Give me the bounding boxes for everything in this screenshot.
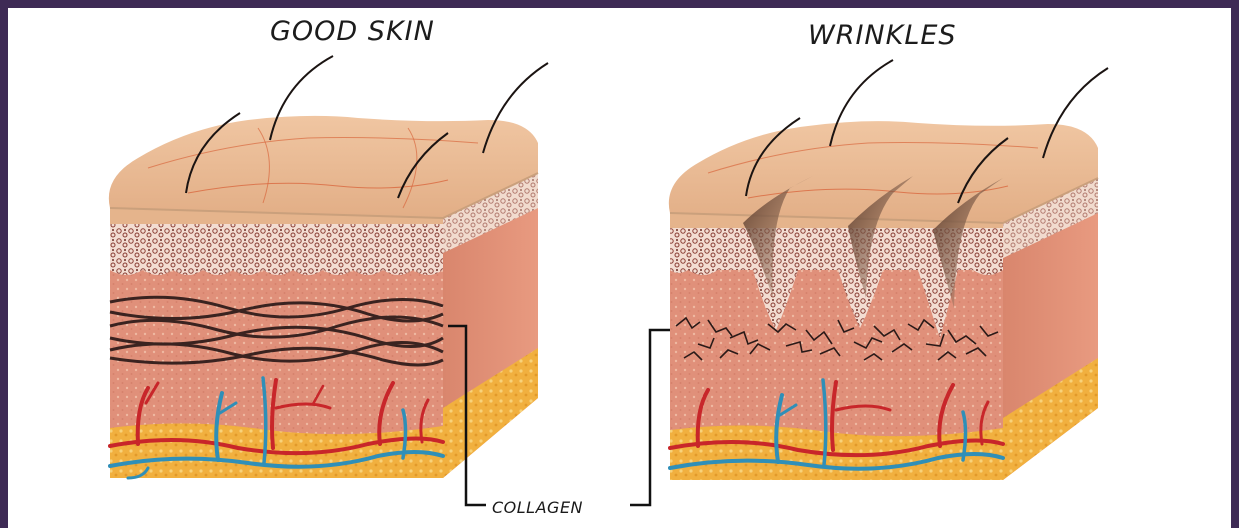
wrinkle-skin-block xyxy=(669,60,1108,480)
diagram-frame: GOOD SKIN WRINKLES COLLAGEN xyxy=(8,8,1231,528)
good-skin-block xyxy=(109,56,548,478)
good-skin-title: GOOD SKIN xyxy=(270,16,435,47)
skin-diagram-art xyxy=(8,8,1231,528)
collagen-label: COLLAGEN xyxy=(492,498,583,517)
wrinkles-title: WRINKLES xyxy=(808,20,957,51)
